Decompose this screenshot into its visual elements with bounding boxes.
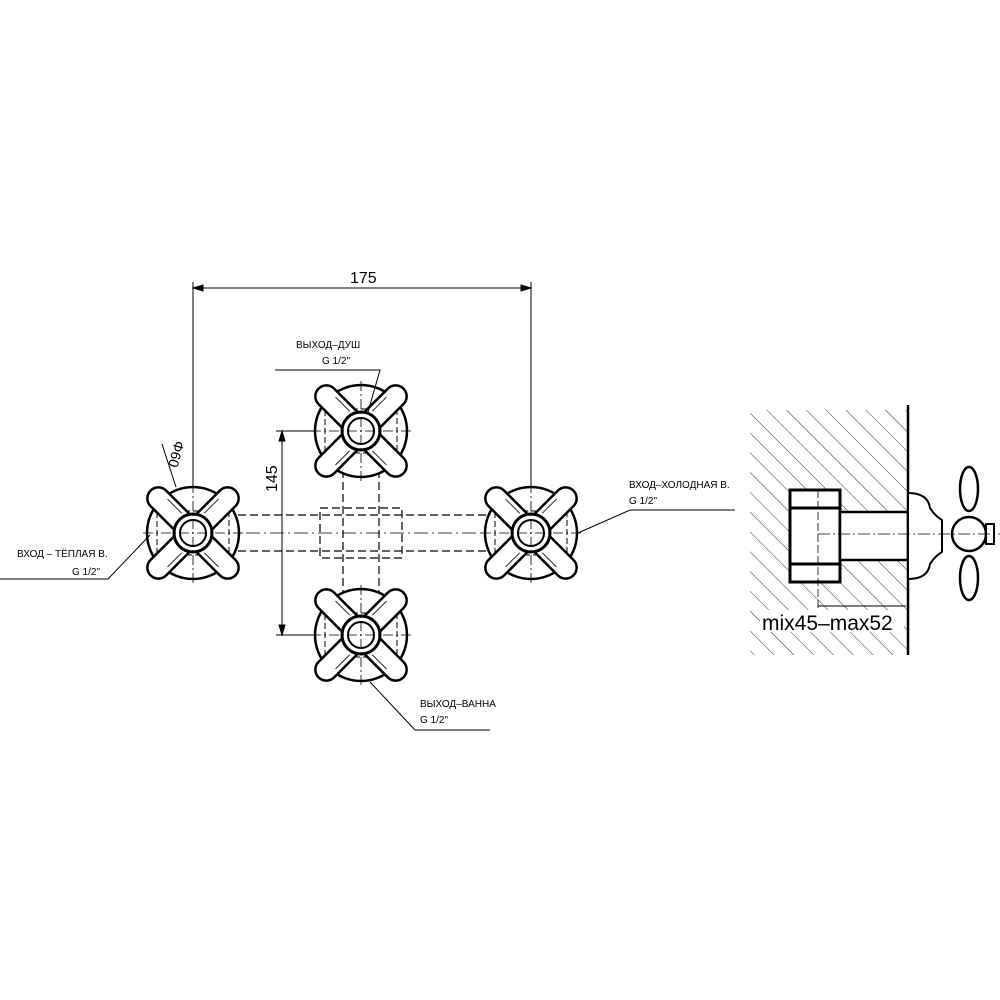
shower-outlet-valve [309, 379, 413, 483]
leader-lines [0, 369, 735, 731]
hidden-pipes [150, 470, 580, 598]
dimension-145-label: 145 [264, 465, 281, 492]
bath-outlet-valve [309, 583, 413, 687]
dimension-175-label: 175 [350, 270, 377, 287]
warm-inlet-thread: G 1/2" [72, 567, 100, 578]
cold-inlet-thread: G 1/2" [629, 496, 657, 507]
bath-outlet-thread: G 1/2" [420, 715, 448, 726]
warm-inlet-valve [141, 481, 245, 585]
cold-inlet-label: ВХОД–ХОЛОДНАЯ В. [629, 480, 730, 491]
cold-inlet-valve [479, 481, 583, 585]
diameter-leader [161, 443, 177, 488]
shower-outlet-thread: G 1/2" [322, 356, 350, 367]
warm-inlet-label: ВХОД – ТЁПЛАЯ В. [17, 548, 108, 560]
bath-outlet-label: ВЫХОД–ВАННА [420, 699, 496, 710]
depth-dimension-label: mix45–max52 [762, 612, 893, 635]
side-view [750, 405, 1000, 655]
shower-outlet-label: ВЫХОД–ДУШ [296, 340, 360, 351]
diameter-label: Φ60 [165, 439, 187, 469]
